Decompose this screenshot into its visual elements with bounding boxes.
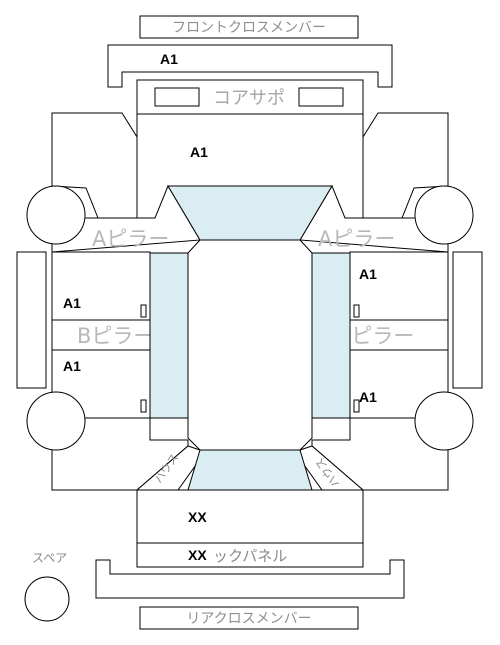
a-pillar-left-label: Aピラー (92, 227, 169, 251)
rear-window (187, 449, 313, 491)
b-pillar-left-label: Bピラー (77, 324, 154, 348)
front-door-left (51, 251, 151, 321)
back-panel (136, 542, 364, 568)
a-pillar-right-label: Aピラー (318, 227, 395, 251)
side-step-left (16, 251, 47, 389)
door-handle-front-left (140, 304, 147, 318)
front-cross-member-label-box (139, 15, 359, 39)
trunk-panel (136, 489, 364, 544)
side-step-right (452, 251, 483, 389)
roof-panel (187, 239, 313, 451)
front-cross-member-label: フロントクロスメンバー (172, 20, 326, 36)
rear-door-right (349, 349, 449, 419)
mark-front-cross-member: A1 (160, 51, 178, 67)
side-window-right (311, 252, 351, 419)
door-handle-rear-left (140, 399, 147, 413)
spare-label: スペア (32, 551, 67, 565)
inside-house-right (299, 445, 365, 491)
spare-tire (24, 576, 70, 622)
back-panel-label: ックパネル (213, 547, 287, 565)
mark-hood: A1 (190, 144, 208, 160)
door-handle-front-right (353, 304, 360, 318)
mark-back-panel: XX (188, 547, 207, 563)
rear-quarter-right (311, 417, 449, 491)
mark-front-right-door: A1 (359, 266, 377, 282)
rear-quarter-left (51, 417, 189, 491)
inside-house-left (135, 445, 201, 491)
headlight-right (298, 87, 344, 107)
mark-front-left-door: A1 (63, 295, 81, 311)
rear-bumper-bracket (95, 559, 405, 599)
rear-cross-member-label: リアクロスメンバー (186, 611, 311, 627)
front-cross-member-bracket (107, 44, 393, 88)
front-wheel-left (26, 185, 86, 245)
headlight-left (154, 87, 200, 107)
rear-cross-member-label-box (139, 606, 359, 630)
front-door-right (349, 251, 449, 321)
side-window-left (149, 252, 189, 419)
mark-trunk-floor: XX (188, 509, 207, 525)
rear-wheel-right (414, 391, 474, 451)
front-wheel-right (414, 185, 474, 245)
door-handle-rear-right (353, 399, 360, 413)
rear-wheel-left (26, 391, 86, 451)
mark-rear-right-door: A1 (359, 389, 377, 405)
mark-rear-left-door: A1 (63, 358, 81, 374)
core-support-label: コアサポ (213, 88, 285, 109)
